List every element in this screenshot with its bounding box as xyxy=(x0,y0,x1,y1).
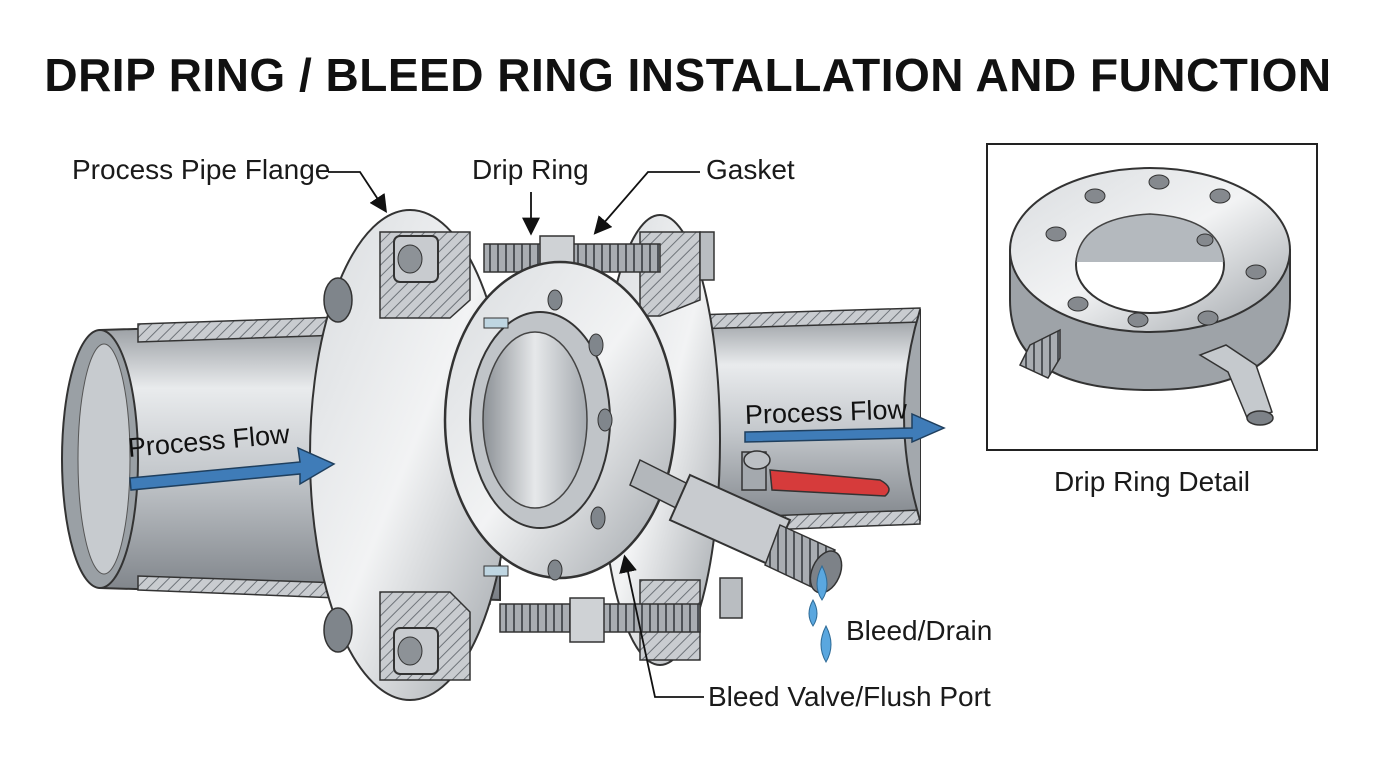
label-gasket: Gasket xyxy=(706,154,795,185)
label-process-pipe-flange: Process Pipe Flange xyxy=(72,154,331,185)
drain-drops xyxy=(808,564,832,663)
gasket xyxy=(483,317,509,577)
flange-studs xyxy=(483,235,701,643)
label-bleed-valve-flush-port: Bleed Valve/Flush Port xyxy=(708,681,991,712)
label-drip-ring: Drip Ring xyxy=(472,154,589,185)
flow-arrow-left xyxy=(129,446,336,491)
bleed-valve xyxy=(629,450,890,594)
page-title: DRIP RING / BLEED RING INSTALLATION AND … xyxy=(44,49,1332,101)
drip-ring xyxy=(443,260,677,581)
label-drip-ring-detail: Drip Ring Detail xyxy=(1053,466,1251,497)
label-bleed-drain: Bleed/Drain xyxy=(846,615,993,646)
valve-handle xyxy=(769,469,890,497)
drip-ring-detail-box xyxy=(986,143,1318,451)
drip-ring-detail-illustration xyxy=(1009,167,1291,426)
label-process-flow-right: Process Flow xyxy=(744,394,908,430)
flow-arrow-right xyxy=(744,412,946,444)
leader-lines xyxy=(328,171,704,698)
